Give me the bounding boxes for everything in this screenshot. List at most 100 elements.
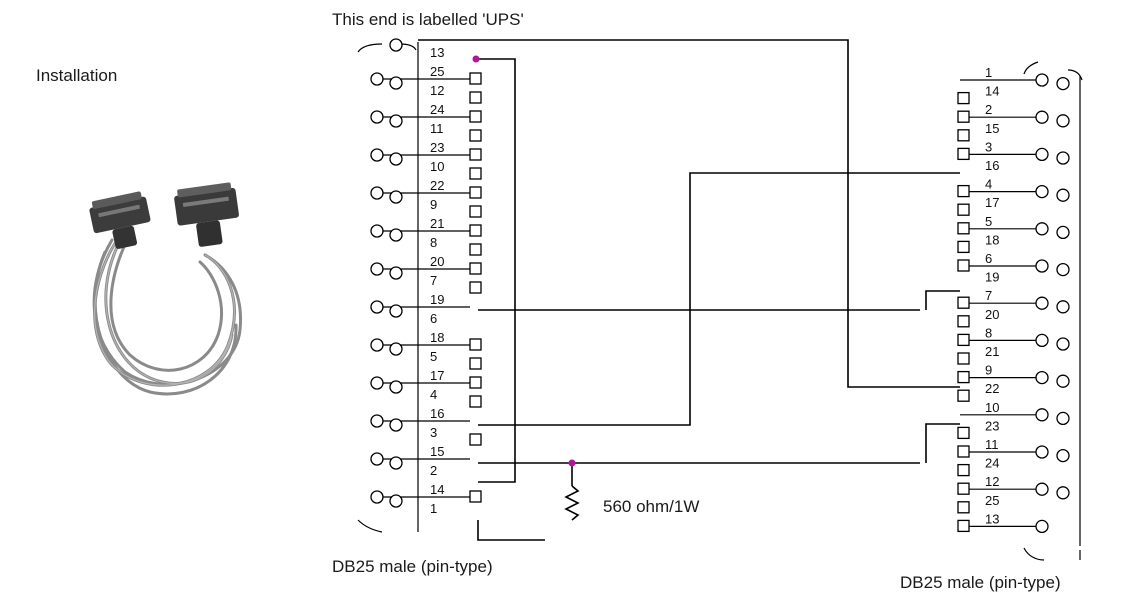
- cable-photo: [89, 182, 243, 396]
- right-pin-circle: [1056, 188, 1070, 202]
- right-pin-label: 7: [985, 288, 992, 303]
- right-pin-label: 13: [985, 511, 999, 526]
- left-pin-square: [469, 376, 482, 389]
- left-pin-circle: [370, 452, 384, 466]
- left-pin-label: 1: [430, 501, 437, 516]
- left-pin-square: [469, 72, 482, 85]
- left-pin-label: 17: [430, 368, 444, 383]
- left-pin-circle: [389, 228, 403, 242]
- right-pin-label: 1: [985, 65, 992, 80]
- right-pin-circle: [1035, 408, 1049, 422]
- right-pin-square: [957, 482, 970, 495]
- right-pin-label: 21: [985, 344, 999, 359]
- right-pin-label: 20: [985, 307, 999, 322]
- left-pin-label: 3: [430, 425, 437, 440]
- right-pin-label: 4: [985, 177, 992, 192]
- right-pin-label: 19: [985, 270, 999, 285]
- right-pin-label: 24: [985, 456, 999, 471]
- right-pin-square: [957, 333, 970, 347]
- left-pin-square: [469, 167, 482, 180]
- left-pin-circle: [370, 490, 384, 504]
- left-pin-label: 9: [430, 197, 437, 212]
- left-pin-label: 24: [430, 102, 444, 117]
- left-connector-label: DB25 male (pin-type): [332, 557, 493, 576]
- left-pin-square: [469, 205, 482, 218]
- installation-label: Installation: [36, 66, 117, 85]
- right-pin-label: 8: [985, 325, 992, 340]
- wiring: [418, 39, 960, 541]
- left-pin-square: [469, 91, 482, 104]
- left-pin-square: [469, 129, 482, 142]
- wire-6-jog: [925, 290, 960, 310]
- right-pin-square: [957, 296, 970, 309]
- left-pin-circle: [370, 224, 384, 238]
- right-pin-circle: [1056, 411, 1070, 426]
- right-pin-square: [957, 110, 970, 123]
- right-connector-label: DB25 male (pin-type): [900, 573, 1061, 592]
- left-pin-circle: [389, 342, 403, 356]
- left-pin-label: 10: [430, 159, 444, 174]
- left-pin-circle: [370, 186, 384, 200]
- right-pin-label: 22: [985, 381, 999, 396]
- left-pin-square: [469, 338, 482, 351]
- left-pin-label: 5: [430, 349, 437, 364]
- right-pin-circle: [1056, 486, 1070, 500]
- left-pin-label: 22: [430, 178, 444, 193]
- right-pin-label: 15: [985, 121, 999, 136]
- right-pin-circle: [1035, 222, 1049, 236]
- left-pin-circle: [389, 494, 403, 508]
- left-connector-pins: 1325122411231022921820719618517416315214…: [370, 38, 482, 516]
- right-pin-square: [957, 91, 970, 105]
- right-pin-square: [957, 352, 970, 365]
- right-pin-circle: [1035, 147, 1049, 162]
- right-pin-square: [957, 315, 970, 328]
- right-pin-circle: [1035, 482, 1049, 496]
- right-pin-circle: [1056, 448, 1070, 463]
- left-pin-label: 21: [430, 216, 444, 231]
- left-pin-circle: [370, 262, 384, 276]
- left-pin-label: 12: [430, 83, 444, 98]
- left-pin-label: 19: [430, 292, 444, 307]
- resistor-symbol: [564, 485, 580, 521]
- right-pin-square: [957, 463, 970, 477]
- left-pin-square: [469, 433, 482, 446]
- right-pin-square: [957, 147, 970, 161]
- right-pin-square: [957, 184, 970, 198]
- left-pin-label: 23: [430, 140, 444, 155]
- left-pin-square: [469, 224, 482, 237]
- left-pin-square: [469, 110, 482, 123]
- right-pin-label: 9: [985, 363, 992, 378]
- left-pin-square: [469, 281, 482, 294]
- left-pin-circle: [389, 456, 403, 470]
- left-pin-circle: [389, 266, 403, 280]
- left-pin-circle: [389, 114, 403, 128]
- left-pin-label: 14: [430, 482, 444, 497]
- left-pin-label: 15: [430, 444, 444, 459]
- right-pin-circle: [1035, 519, 1049, 534]
- left-pin-square: [469, 262, 482, 275]
- right-pin-square: [957, 259, 970, 272]
- left-pin-square: [469, 186, 482, 199]
- left-pin-label: 20: [430, 254, 444, 269]
- right-pin-square: [957, 203, 970, 216]
- right-pin-circle: [1035, 370, 1049, 385]
- junction-dot-top: [472, 55, 480, 63]
- right-pin-circle: [1056, 151, 1070, 165]
- left-pin-label: 11: [430, 121, 444, 136]
- resistor-label: 560 ohm/1W: [603, 497, 699, 516]
- right-pin-square: [957, 240, 970, 254]
- left-pin-square: [469, 490, 482, 503]
- left-pin-circle: [370, 300, 384, 314]
- right-pin-circle: [1035, 445, 1049, 459]
- wire-2-jog: [925, 423, 960, 463]
- left-pin-label: 25: [430, 64, 444, 79]
- left-pin-square: [469, 243, 482, 256]
- right-pin-circle: [1035, 110, 1049, 124]
- left-pin-circle: [389, 190, 403, 204]
- right-pin-label: 12: [985, 474, 999, 489]
- right-pin-label: 17: [985, 195, 999, 210]
- right-pin-square: [957, 222, 970, 235]
- left-pin-circle: [370, 72, 384, 86]
- right-pin-square: [957, 389, 970, 402]
